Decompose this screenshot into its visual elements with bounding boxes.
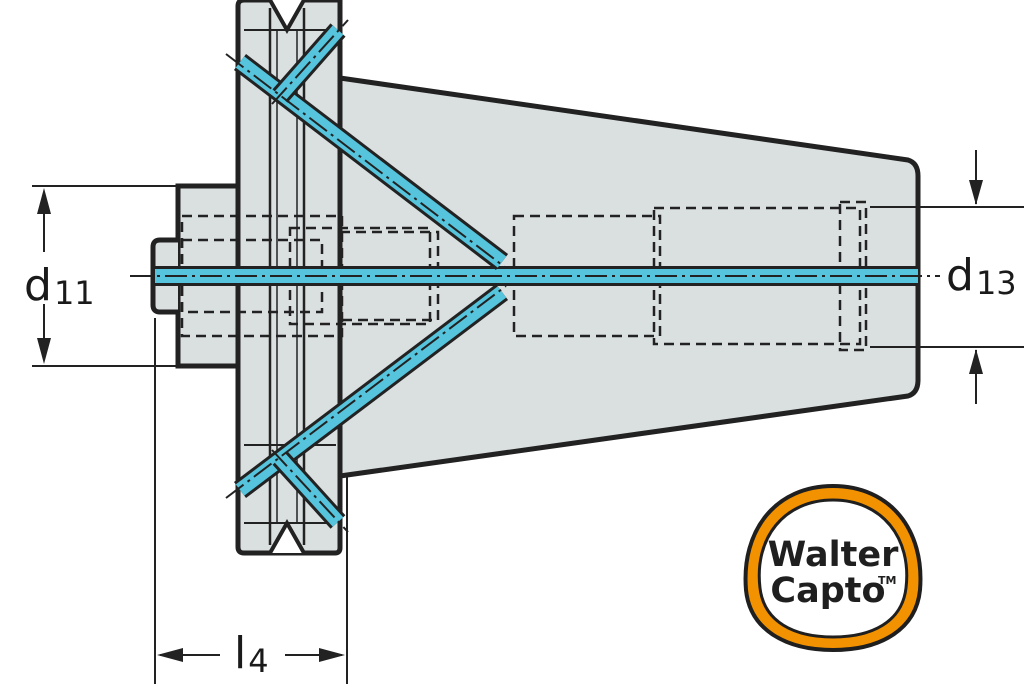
d11-label: d11 <box>24 260 95 312</box>
dimension-l4: l4 <box>154 318 348 684</box>
logo-line2: Capto <box>770 571 885 611</box>
dimension-d13: d13 <box>870 150 1024 404</box>
d13-label: d13 <box>946 250 1017 302</box>
walter-capto-logo: Walter Capto TM <box>743 483 923 653</box>
centerlines <box>130 19 940 533</box>
logo-tm: TM <box>878 574 896 587</box>
logo-line1: Walter <box>768 535 899 575</box>
dimension-d11: d11 <box>24 185 178 367</box>
l4-label: l4 <box>234 628 269 680</box>
